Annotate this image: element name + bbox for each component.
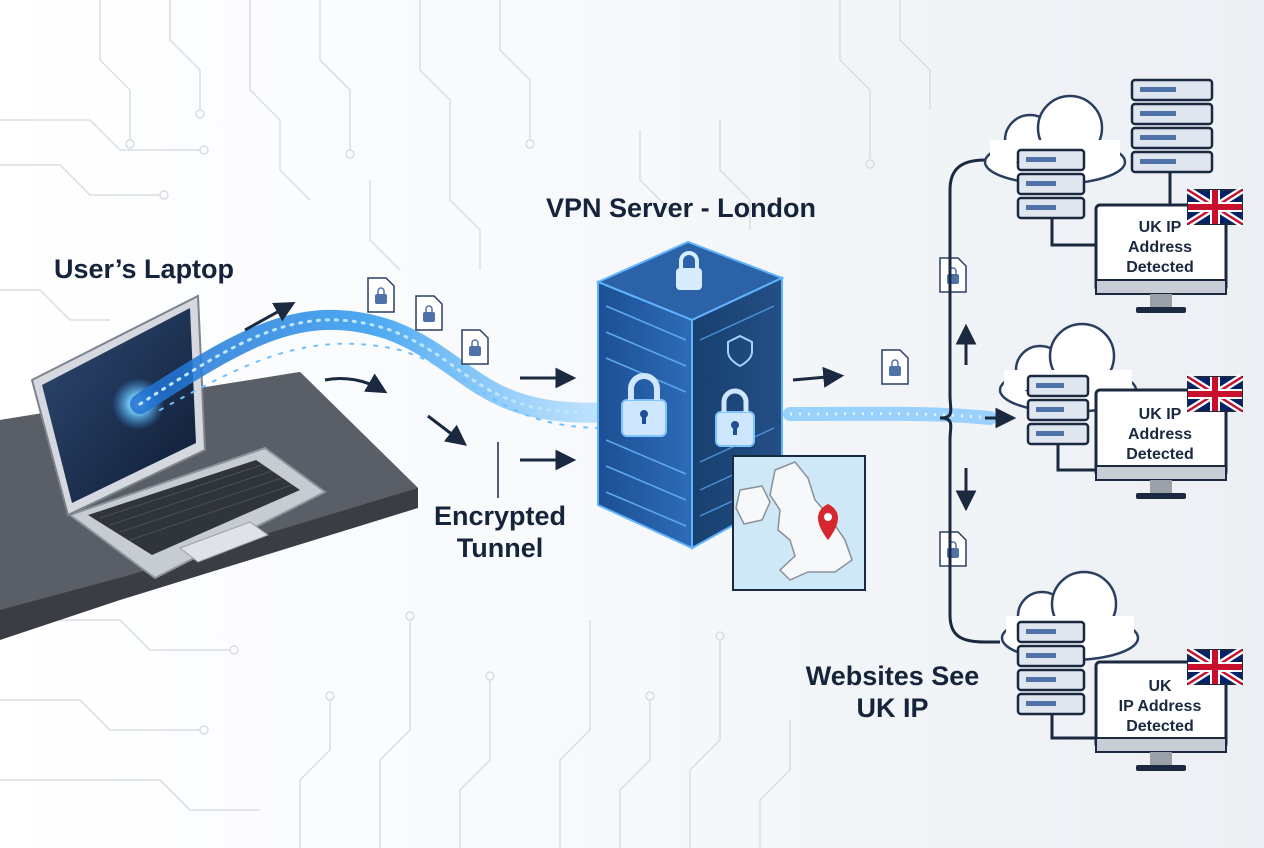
encrypted-packet-icon	[939, 531, 967, 567]
laptop-label: User’s Laptop	[54, 254, 235, 284]
encrypted-packet-icon	[939, 257, 967, 293]
monitor-text-line: UK IP	[1138, 219, 1182, 236]
destination-2	[998, 322, 1244, 499]
websites-label-line: UK IP	[856, 693, 929, 723]
monitor-3-text: UK IP Address Detected	[1101, 677, 1219, 737]
monitor-text-line: IP Address	[1118, 698, 1202, 715]
monitor-text-line: Detected	[1126, 718, 1194, 735]
encrypted-packet-icon	[881, 349, 909, 385]
destination-3	[1000, 570, 1244, 771]
branch-lines	[939, 158, 1000, 644]
tunnel-label: Encrypted Tunnel	[425, 500, 575, 564]
encrypted-tunnel	[130, 309, 997, 430]
monitor-text-line: Detected	[1126, 259, 1194, 276]
uk-flag-icon	[1186, 647, 1244, 687]
laptop-icon	[30, 294, 327, 580]
tunnel-label-line: Encrypted	[433, 501, 567, 531]
encrypted-packet-icon	[415, 295, 443, 331]
monitor-1-text: UK IP Address Detected	[1101, 218, 1219, 278]
monitor-text-line: UK IP	[1138, 406, 1182, 423]
monitor-icon	[1094, 203, 1228, 313]
encrypted-packet-icon	[461, 329, 489, 365]
server-rack-icon	[1016, 620, 1086, 716]
circuit-background	[0, 0, 931, 848]
websites-label-line: Websites See	[805, 661, 980, 691]
server-rack-icon	[1130, 78, 1214, 174]
flow-arrows	[244, 301, 1017, 512]
server-label: VPN Server - London	[546, 193, 817, 223]
server-rack-icon	[1016, 148, 1086, 220]
monitor-2-text: UK IP Address Detected	[1101, 405, 1219, 465]
encrypted-packet-icon	[367, 277, 395, 313]
uk-flag-icon	[1186, 374, 1244, 414]
uk-flag-icon	[1186, 187, 1244, 227]
monitor-text-line: UK	[1148, 678, 1172, 695]
destination-1	[983, 78, 1244, 313]
server-rack-icon	[1026, 374, 1090, 446]
tunnel-label-line: Tunnel	[456, 533, 544, 563]
monitor-text-line: Detected	[1126, 446, 1194, 463]
monitor-text-line: Address	[1127, 239, 1193, 256]
monitor-text-line: Address	[1127, 426, 1193, 443]
websites-label: Websites See UK IP	[790, 660, 995, 724]
uk-map	[732, 455, 866, 591]
